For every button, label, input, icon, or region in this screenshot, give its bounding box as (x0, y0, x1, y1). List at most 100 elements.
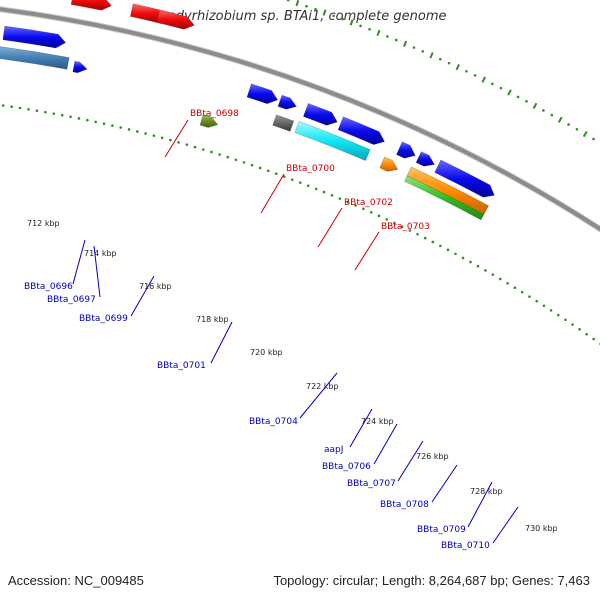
gene-label-bbta-0699-leader (130, 275, 155, 317)
tick-label-kbp: 728 kbp (470, 487, 503, 496)
inner-ruler-dot (44, 110, 47, 114)
inner-ruler-dot (461, 256, 465, 260)
outer-ruler-dot (439, 57, 442, 61)
gene-label-bbta-0709: BBta_0709 (417, 525, 466, 535)
inner-ruler-dot (578, 328, 581, 331)
inner-ruler-dot (266, 169, 270, 173)
inner-ruler-dot (549, 309, 553, 312)
inner-ruler-dot (35, 109, 39, 113)
inner-ruler-dot (306, 184, 310, 188)
inner-ruler-dot (393, 221, 396, 225)
inner-ruler-dot (77, 117, 81, 120)
feature-green-1 (404, 175, 485, 221)
gene-label-bbta-0704-leader (299, 372, 338, 419)
outer-ruler-dash (532, 102, 538, 109)
cds-bbta-0701 (72, 60, 88, 74)
gene-label-aapj: aapJ (324, 445, 343, 455)
outer-ruler-dot (386, 35, 389, 38)
inner-ruler-dot (431, 240, 435, 244)
outer-ruler-dot (491, 82, 494, 86)
inner-ruler-dot (439, 244, 442, 248)
inner-ruler-dot (556, 313, 560, 317)
outer-ruler-dot (332, 14, 335, 18)
outer-ruler-dash (376, 29, 381, 37)
cds-bbta-0707 (303, 103, 338, 126)
tick-label-kbp: 712 kbp (27, 219, 60, 228)
inner-ruler-dot (242, 161, 246, 164)
gene-labels-layer: BBta_0698BBta_0700BBta_0702BBta_0703BBta… (24, 109, 519, 551)
gene-label-bbta-0696: BBta_0696 (24, 282, 73, 292)
inner-ruler-dot (298, 181, 302, 184)
inner-ruler-dot (169, 138, 172, 142)
inner-ruler-dot (136, 130, 139, 133)
inner-ruler-dot (330, 194, 334, 197)
cds-bbta-0709b (415, 151, 435, 167)
inner-ruler-dot (127, 128, 131, 131)
inner-ruler-dot (152, 134, 156, 137)
inner-ruler-dot (454, 252, 457, 256)
tick-label-kbp: 714 kbp (84, 249, 117, 258)
cds-bbta-0700 (70, 0, 112, 11)
inner-ruler-dot (52, 112, 56, 115)
inner-ruler-dot (258, 166, 262, 170)
gene-label-bbta-0702-leader (317, 207, 343, 248)
inner-ruler-dot (144, 132, 147, 135)
inner-ruler-dot (369, 210, 373, 214)
inner-ruler-dot (491, 273, 495, 276)
inner-ruler-dot (226, 155, 230, 159)
gene-label-bbta-0697: BBta_0697 (47, 295, 96, 305)
inner-ruler-dot (86, 118, 89, 122)
outer-ruler-dot (516, 95, 520, 99)
inner-ruler-dot (218, 153, 221, 156)
cds-bbta-0708 (337, 116, 385, 145)
outer-ruler-dot (305, 4, 308, 8)
inner-ruler-dot (314, 187, 318, 191)
inner-ruler-dot (346, 200, 350, 204)
inner-ruler-dot (400, 225, 404, 229)
gene-label-bbta-0710-leader (492, 506, 519, 544)
outer-ruler-dash (582, 130, 588, 138)
inner-ruler-dot (571, 323, 574, 326)
inner-ruler-dot (119, 126, 123, 129)
inner-ruler-dot (408, 229, 412, 232)
inner-ruler-dot (564, 318, 567, 322)
feature-olive-1 (199, 114, 219, 128)
gene-label-bbta-0701-leader (210, 321, 233, 364)
accession-text: Accession: NC_009485 (8, 573, 144, 588)
outer-ruler-dot (465, 69, 468, 73)
outer-ruler-dash (429, 52, 434, 59)
inner-ruler-dot (160, 136, 164, 140)
outer-ruler-dot (542, 109, 545, 112)
gene-label-bbta-0700: BBta_0700 (286, 164, 335, 174)
inner-ruler-dot (193, 145, 197, 149)
cds-bbta-0699 (2, 25, 67, 49)
gene-label-bbta-0696-leader (72, 239, 86, 285)
inner-ruler-dot (542, 304, 546, 308)
outer-ruler-dot (368, 28, 371, 31)
inner-ruler-dot (102, 122, 106, 126)
tick-label-kbp: 730 kbp (525, 524, 558, 533)
inner-ruler-dot (476, 264, 480, 268)
gene-label-bbta-0703: BBta_0703 (381, 222, 430, 232)
gene-label-bbta-0707-leader (397, 440, 424, 482)
outer-ruler-dash (481, 76, 486, 83)
cds-bbta-0709 (396, 141, 416, 159)
inner-ruler-dot (528, 295, 531, 298)
inner-ruler-dot (10, 105, 13, 109)
inner-ruler-dot (362, 207, 365, 211)
outer-ruler-dot (499, 86, 503, 90)
outer-ruler-dot (394, 38, 398, 42)
inner-ruler-dot (210, 150, 213, 154)
gene-label-bbta-0698: BBta_0698 (190, 109, 239, 119)
cds-bbta-0710 (434, 159, 495, 198)
inner-ruler-dot (234, 158, 238, 162)
tick-label-kbp: 724 kbp (361, 417, 394, 426)
inner-ruler-dot (469, 260, 472, 264)
gene-label-bbta-0707: BBta_0707 (347, 479, 396, 489)
inner-ruler-dot (27, 108, 30, 111)
tick-label-kbp: 722 kbp (306, 382, 339, 391)
gene-label-bbta-0701: BBta_0701 (157, 361, 206, 371)
tick-label-kbp: 726 kbp (416, 452, 449, 461)
inner-ruler-dot (250, 163, 254, 167)
